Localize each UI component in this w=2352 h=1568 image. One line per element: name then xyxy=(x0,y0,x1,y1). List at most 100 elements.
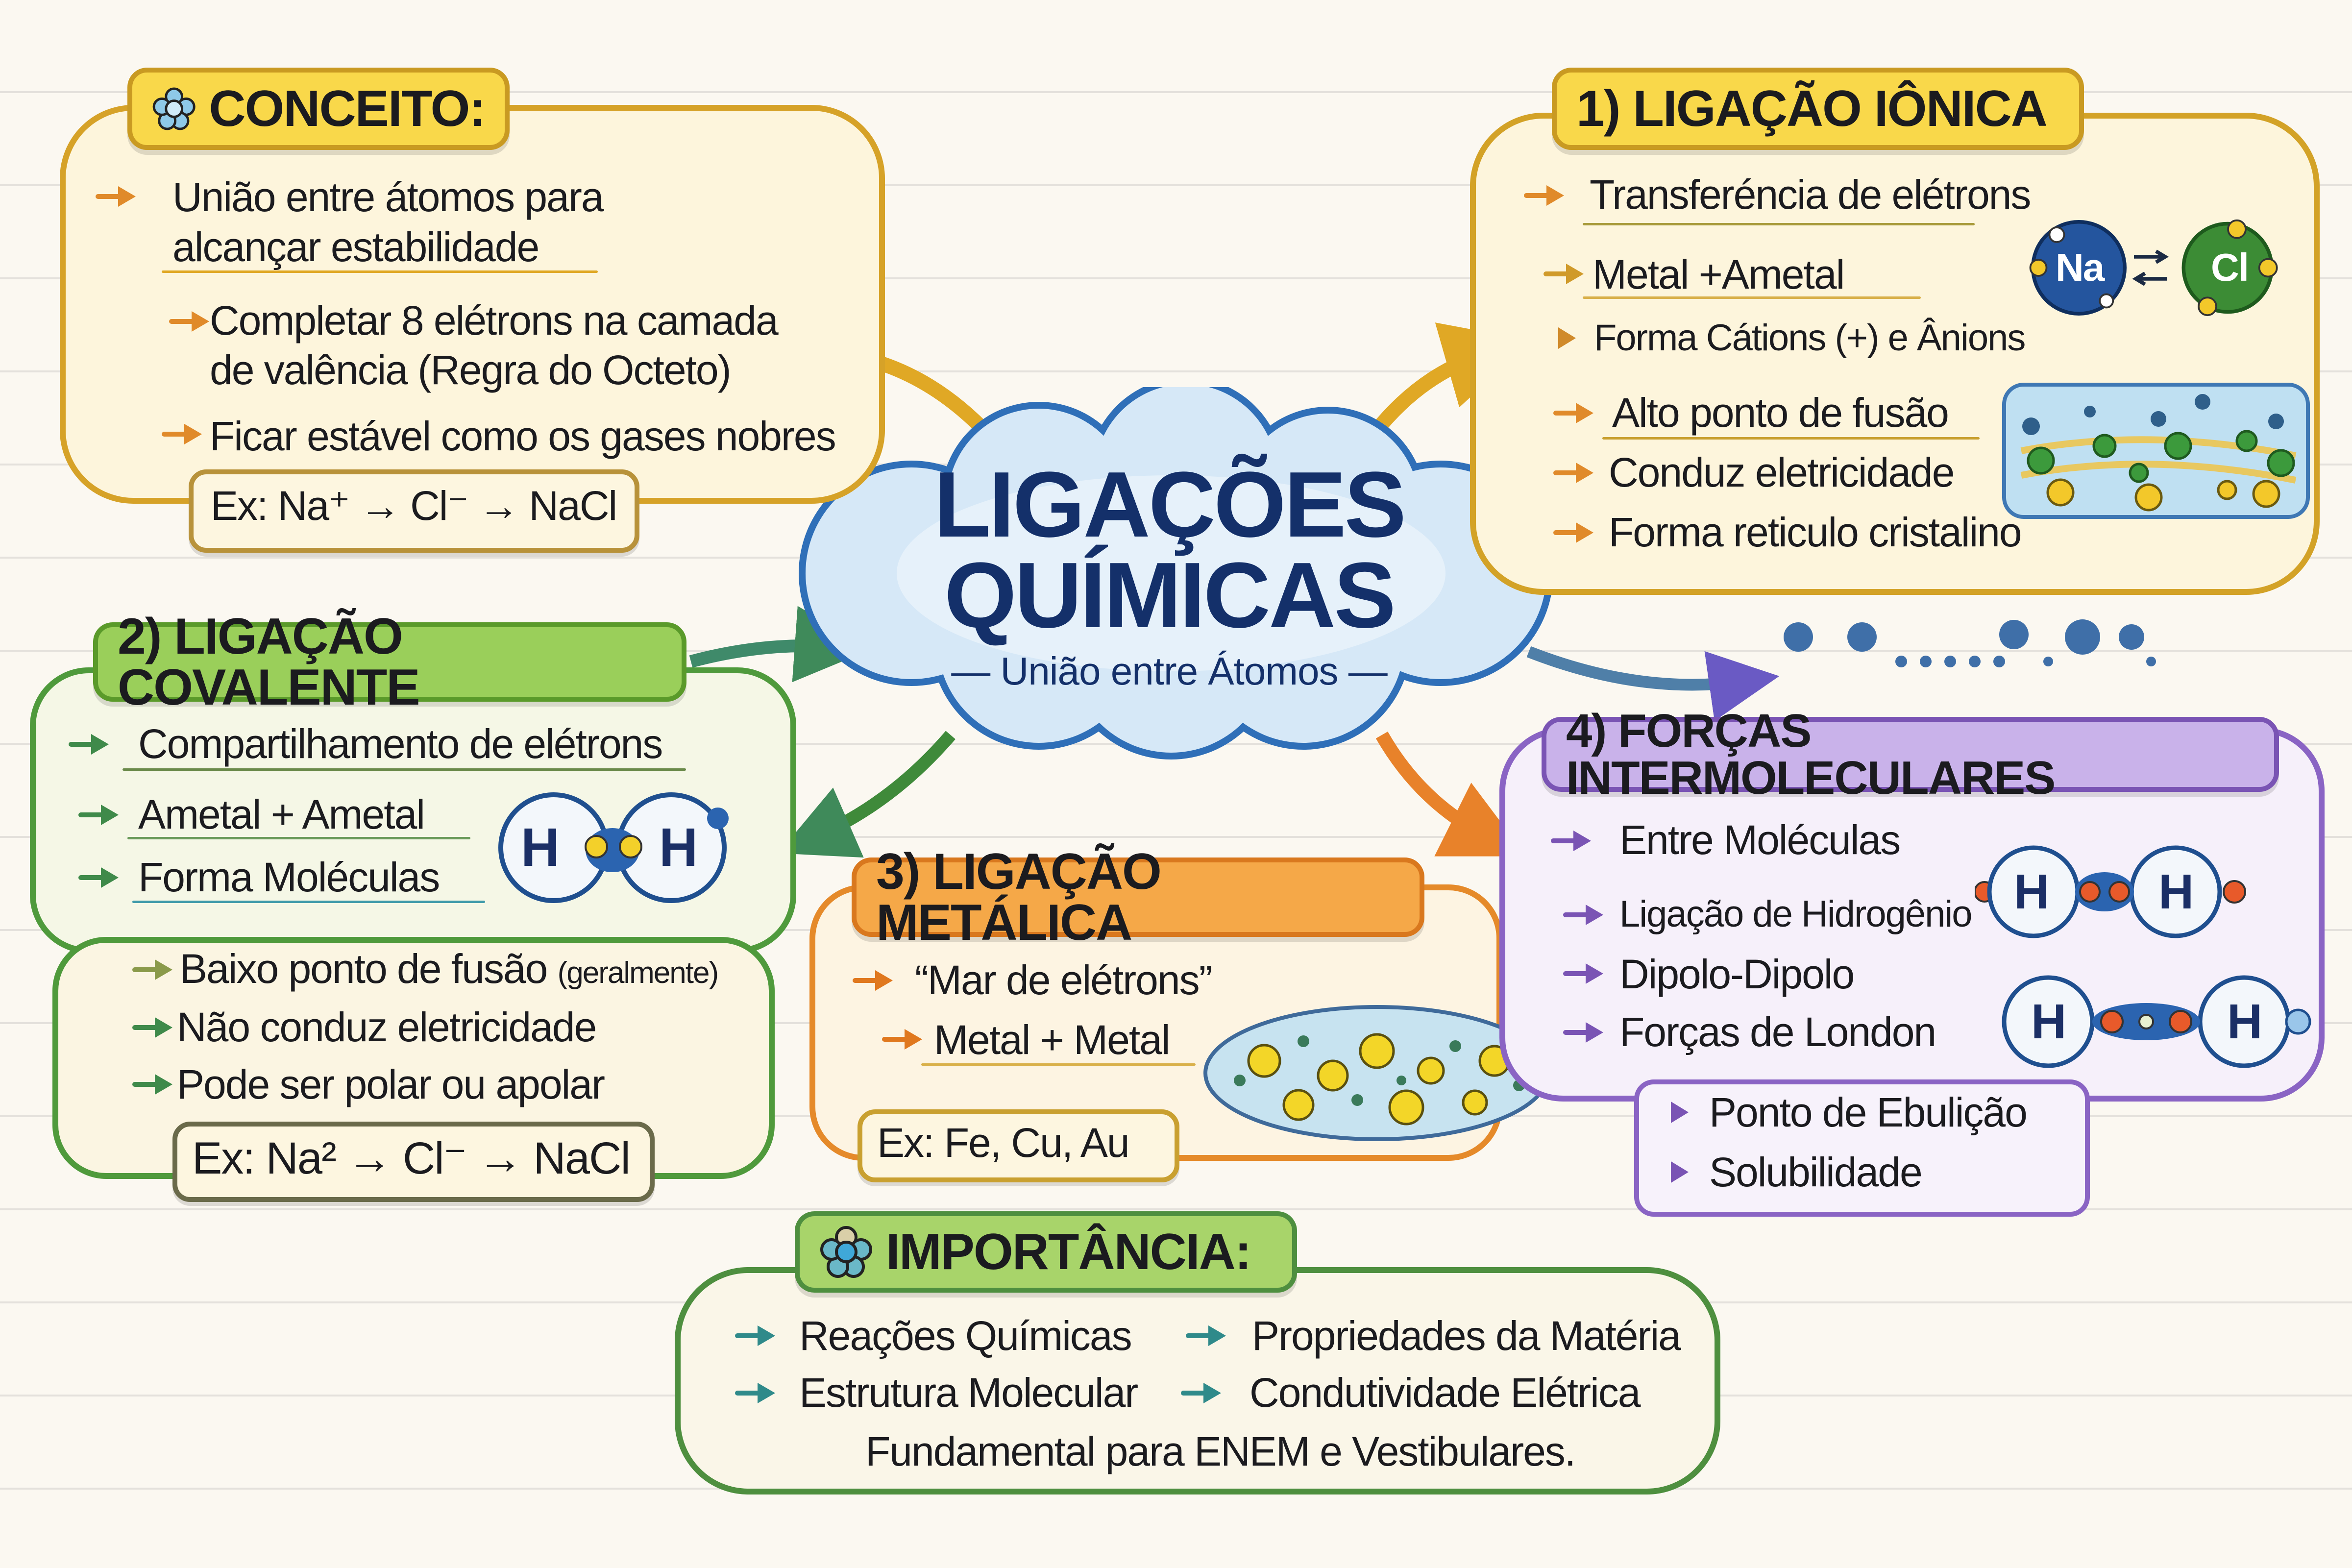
covalent-item-2: Ametal + Ametal xyxy=(138,791,425,837)
ionic-item-2: Metal +Ametal xyxy=(1592,251,1845,297)
na-cl-atoms-illustration xyxy=(2029,219,2278,317)
main-title-line1: LIGAÇÕES xyxy=(933,453,1406,557)
concept-title: CONCEITO: xyxy=(209,80,486,137)
importance-header: IMPORTÂNCIA: xyxy=(795,1211,1297,1293)
ionic-item-6: Forma reticulo cristalino xyxy=(1609,509,2022,555)
covalent-example-box xyxy=(172,1122,655,1202)
molecule-chain-decoration xyxy=(1784,619,2156,667)
forces-item-1: Entre Moléculas xyxy=(1619,817,1901,863)
h-atom-label: H xyxy=(2158,864,2194,919)
importance-footer: Fundamental para ENEM e Vestibulares. xyxy=(865,1428,1576,1474)
arrow-icon xyxy=(1544,264,1584,284)
underline xyxy=(122,768,686,771)
covalent-item-3: Forma Moléculas xyxy=(138,854,440,900)
metallic-item-2: Metal + Metal xyxy=(934,1017,1171,1063)
concept-item-2-line2: de valência (Regra do Octeto) xyxy=(210,347,732,393)
forces-header: 4) FORÇAS INTERMOLECULARES xyxy=(1542,707,2279,801)
covalent-example: Ex: Na² → Cl⁻ → NaCl xyxy=(192,1133,631,1183)
arrow-icon xyxy=(1553,522,1593,543)
arrow-to-covalent xyxy=(689,606,871,683)
triangle-bullet-icon xyxy=(1671,1102,1689,1123)
concept-item-2-line1: Completar 8 elétrons na camada xyxy=(210,297,779,343)
metallic-header: 3) LIGAÇÃO METÁLICA xyxy=(852,846,1424,948)
arrow-icon xyxy=(78,867,119,888)
arrow-icon xyxy=(132,1074,172,1095)
forces-item-4: Forças de London xyxy=(1619,1009,1936,1055)
arrow-icon xyxy=(78,805,119,825)
atom-cl-label: Cl xyxy=(2211,245,2249,289)
covalent-item-4: Baixo ponto de fusão (geralmente) xyxy=(180,946,719,992)
arrow-icon xyxy=(69,734,109,755)
arrow-icon xyxy=(1524,185,1564,206)
arrow-to-covalent-lower xyxy=(778,731,956,858)
covalent-item-4-text: Baixo ponto de fusão xyxy=(180,946,548,992)
arrow-icon xyxy=(1553,463,1593,483)
underline xyxy=(921,1063,1196,1066)
arrow-icon xyxy=(132,1017,172,1038)
h2-molecule-illustration xyxy=(498,792,729,903)
arrow-icon xyxy=(162,424,202,444)
h-atom-label-left: H xyxy=(521,817,560,878)
ionic-item-1: Transferéncia de elétrons xyxy=(1590,172,2031,218)
arrow-to-metallic xyxy=(1375,732,1527,857)
arrow-icon xyxy=(882,1029,922,1050)
metallic-example-box xyxy=(858,1109,1179,1182)
h-atom-label: H xyxy=(2031,994,2066,1049)
covalent-item-5: Não conduz eletricidade xyxy=(177,1004,597,1050)
importance-title: IMPORTÂNCIA: xyxy=(886,1224,1251,1280)
arrow-icon xyxy=(1551,831,1591,851)
arrow-icon xyxy=(735,1383,775,1403)
underline xyxy=(1583,223,1975,225)
importance-box xyxy=(675,1267,1720,1494)
forces-item-3: Dipolo-Dipolo xyxy=(1619,951,1855,997)
arrow-icon xyxy=(1186,1325,1226,1346)
triangle-bullet-icon xyxy=(1558,327,1576,349)
importance-item-2: Propriedades da Matéria xyxy=(1252,1313,1681,1359)
ionic-title: 1) LIGAÇÃO IÔNICA xyxy=(1576,80,2048,137)
electron-sea-illustration xyxy=(1203,1005,1550,1141)
arrow-icon xyxy=(1563,905,1603,925)
arrow-icon xyxy=(1553,403,1593,423)
concept-example: Ex: Na⁺ → Cl⁻ → NaCl xyxy=(211,483,617,529)
covalent-item-1: Compartilhamento de elétrons xyxy=(138,721,663,767)
underline xyxy=(127,837,470,839)
importance-item-4: Condutividade Elétrica xyxy=(1250,1370,1641,1416)
triangle-bullet-icon xyxy=(1671,1161,1689,1183)
metallic-example: Ex: Fe, Cu, Au xyxy=(877,1120,1130,1166)
forces-title: 4) FORÇAS INTERMOLECULARES xyxy=(1566,704,2056,804)
dipole-molecule-illustration xyxy=(2002,975,2311,1068)
h-atom-label: H xyxy=(2227,994,2262,1049)
ionic-item-5: Conduz eletricidade xyxy=(1609,449,1955,495)
covalent-item-6: Pode ser polar ou apolar xyxy=(177,1061,605,1107)
h-atom-label: H xyxy=(2014,864,2049,919)
main-subtitle: — União entre Átomos — xyxy=(951,649,1387,693)
underline xyxy=(132,901,485,903)
importance-item-3: Estrutura Molecular xyxy=(799,1370,1138,1416)
hydrogen-bond-molecule-illustration xyxy=(1975,845,2246,938)
metallic-item-1: “Mar de elétrons” xyxy=(915,957,1213,1003)
concept-header: CONCEITO: xyxy=(127,68,510,150)
crystal-lattice-illustration xyxy=(2002,383,2310,519)
ionic-header: 1) LIGAÇÃO IÔNICA xyxy=(1552,68,2084,150)
h-atom-label-right: H xyxy=(659,817,698,878)
covalent-item-4-note: (geralmente) xyxy=(557,956,719,990)
importance-item-1: Reações Químicas xyxy=(799,1313,1132,1359)
ionic-item-4: Alto ponto de fusão xyxy=(1612,390,1949,436)
arrow-icon xyxy=(96,186,136,207)
forces-item-2: Ligação de Hidrogênio xyxy=(1619,893,1973,935)
arrow-icon xyxy=(1563,1022,1603,1043)
underline xyxy=(1602,437,1980,440)
concept-item-1-line1: União entre átomos para xyxy=(172,174,604,220)
arrow-icon xyxy=(1181,1383,1221,1403)
atom-flower-icon xyxy=(152,87,196,130)
concept-box xyxy=(60,105,885,504)
concept-example-box xyxy=(189,469,639,553)
arrow-icon xyxy=(735,1325,775,1346)
forces-effects-box xyxy=(1634,1079,2090,1217)
arrow-icon xyxy=(132,959,172,980)
arrow-icon xyxy=(853,970,893,991)
forces-effect-1: Ponto de Ebulição xyxy=(1709,1089,2028,1135)
underline xyxy=(1583,296,1921,299)
concept-item-3: Ficar estável como os gases nobres xyxy=(210,413,836,459)
